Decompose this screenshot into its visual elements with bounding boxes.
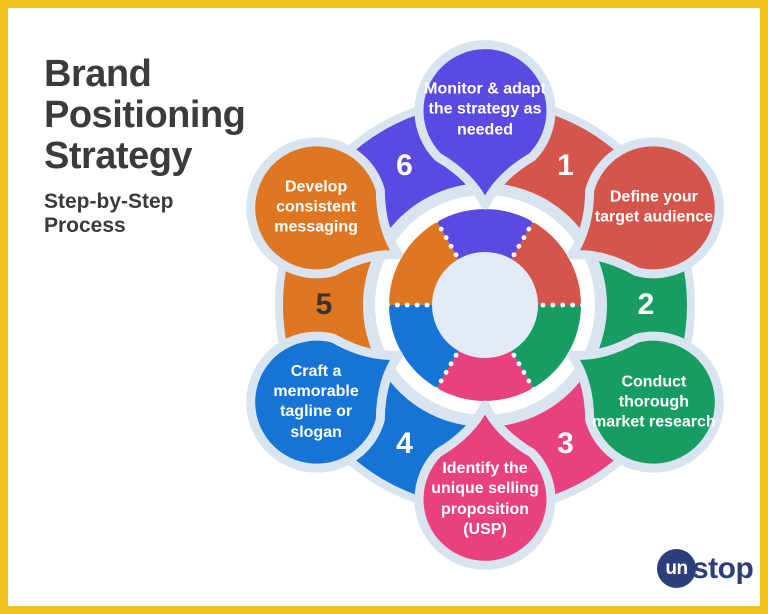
step-bubble-5 bbox=[246, 137, 403, 279]
step-ring-sector-4 bbox=[389, 305, 459, 389]
step-bubble-1 bbox=[567, 137, 724, 279]
step-bubble-2 bbox=[567, 331, 724, 473]
step-bubble-4 bbox=[246, 331, 403, 473]
step-ring-sector-3 bbox=[437, 350, 533, 401]
page-subtitle: Step-by-Step Process bbox=[44, 190, 174, 238]
step-bubble-6 bbox=[414, 40, 556, 210]
unstop-logo-circle: un bbox=[657, 549, 696, 588]
dotted-divider bbox=[506, 344, 538, 395]
step-ring-sector-6 bbox=[437, 209, 533, 260]
dotted-divider bbox=[432, 344, 464, 395]
unstop-logo-circle-text: un bbox=[665, 557, 688, 579]
unstop-logo: un stop bbox=[657, 549, 754, 588]
page-title: Brand Positioning Strategy bbox=[44, 53, 246, 178]
step-ring-sector-1 bbox=[511, 221, 581, 305]
step-ring-sector-2 bbox=[511, 305, 581, 389]
step-ring-sector-5 bbox=[389, 221, 459, 305]
title-block: Brand Positioning Strategy bbox=[44, 53, 344, 178]
step-bubble-3 bbox=[414, 400, 556, 570]
dotted-divider bbox=[506, 215, 538, 266]
dotted-divider bbox=[432, 215, 464, 266]
unstop-logo-text: stop bbox=[692, 551, 754, 585]
diagram-hub-circle bbox=[432, 252, 538, 358]
